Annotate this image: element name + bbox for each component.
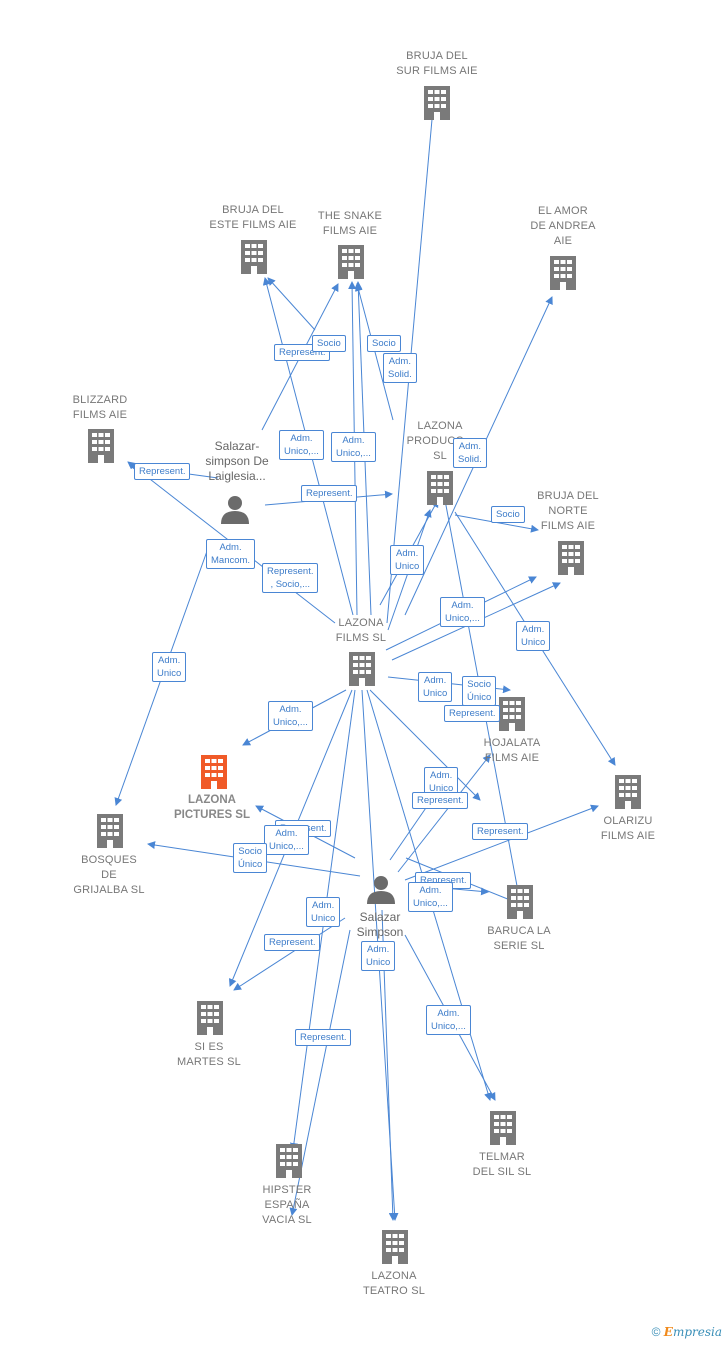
edge-line-24 — [369, 689, 481, 801]
building-icon-bruja-norte[interactable] — [558, 541, 584, 575]
node-label-hojalata[interactable]: HOJALATA FILMS AIE — [483, 737, 541, 764]
node-label-blizzard[interactable]: BLIZZARD FILMS AIE — [72, 394, 128, 421]
edge-label-32[interactable]: Represent. — [295, 1029, 352, 1046]
edge-label-31[interactable]: Adm. Unico,... — [426, 1005, 471, 1035]
edge-label-13[interactable]: Adm. Unico,... — [440, 597, 485, 627]
edge-line-9 — [267, 277, 316, 331]
edge-line-28 — [233, 917, 346, 991]
edge-label-5[interactable]: Adm. Unico,... — [279, 430, 324, 460]
brand-logo-e: E — [663, 1325, 673, 1339]
node-label-lazona-teatro[interactable]: LAZONA TEATRO SL — [362, 1270, 426, 1297]
edge-label-28[interactable]: Adm. Unico — [306, 897, 341, 927]
edge-label-4[interactable]: Represent. — [134, 463, 191, 480]
node-label-bruja-este[interactable]: BRUJA DEL ESTE FILMS AIE — [209, 204, 297, 231]
edge-label-27[interactable]: Adm. Unico,... — [408, 882, 453, 912]
edge-line-10 — [354, 283, 394, 421]
edge-label-3[interactable]: Adm. Solid. — [383, 353, 417, 383]
node-label-hipster[interactable]: HIPSTER ESPAÑA VACIA SL — [262, 1184, 312, 1226]
building-icon-hojalata[interactable] — [499, 697, 525, 731]
edge-label-17[interactable]: Socio Único — [462, 676, 497, 706]
brand-footer[interactable]: © Empresia — [652, 1325, 722, 1339]
building-icon-baruca[interactable] — [507, 885, 533, 919]
edge-label-25[interactable]: Socio Único — [233, 843, 268, 873]
edge-line-30 — [397, 754, 491, 873]
node-label-bruja-norte[interactable]: BRUJA DEL NORTE FILMS AIE — [537, 490, 599, 532]
building-icon-lazona-prod[interactable] — [427, 471, 453, 505]
copyright-symbol: © — [651, 1325, 661, 1339]
edge-label-16[interactable]: Adm. Unico — [418, 672, 453, 702]
edge-label-14[interactable]: Adm. Unico — [152, 652, 187, 682]
node-label-baruca[interactable]: BARUCA LA SERIE SL — [487, 925, 551, 952]
edge-label-2[interactable]: Socio — [367, 335, 401, 352]
edge-label-24[interactable]: Represent. — [472, 823, 529, 840]
building-icon-lazona-teatro[interactable] — [382, 1230, 408, 1264]
person-icon-salazar-simpson[interactable] — [367, 876, 395, 904]
building-icon-bruja-este[interactable] — [241, 240, 267, 274]
edge-label-19[interactable]: Adm. Unico,... — [268, 701, 313, 731]
node-label-amor[interactable]: EL AMOR DE ANDREA AIE — [530, 205, 596, 247]
edge-label-8[interactable]: Represent. — [301, 485, 358, 502]
edge-label-23[interactable]: Adm. Unico,... — [264, 825, 309, 855]
building-icon-telmar[interactable] — [490, 1111, 516, 1145]
edge-label-29[interactable]: Represent. — [264, 934, 321, 951]
building-icon-hipster[interactable] — [276, 1144, 302, 1178]
building-icon-bosques[interactable] — [97, 814, 123, 848]
edge-label-6[interactable]: Adm. Unico,... — [331, 432, 376, 462]
building-icon-bruja-sur[interactable] — [424, 86, 450, 120]
node-label-salazar-simpson[interactable]: Salazar Simpson — [356, 910, 404, 939]
edge-label-9[interactable]: Socio — [491, 506, 525, 523]
edge-label-1[interactable]: Socio — [312, 335, 346, 352]
building-icon-blizzard[interactable] — [88, 429, 114, 463]
building-icon-amor[interactable] — [550, 256, 576, 290]
building-icon-si-es-martes[interactable] — [197, 1001, 223, 1035]
node-label-lazona-pictures[interactable]: LAZONA PICTURES SL — [173, 794, 251, 821]
person-icon-salazar-laiglesia[interactable] — [221, 496, 249, 524]
building-icon-lazona-pictures[interactable] — [201, 755, 227, 789]
building-icon-lazona-films[interactable] — [349, 652, 375, 686]
edge-label-30[interactable]: Adm. Unico — [361, 941, 396, 971]
building-icon-olarizu[interactable] — [615, 775, 641, 809]
node-label-olarizu[interactable]: OLARIZU FILMS AIE — [600, 815, 656, 842]
edge-label-21[interactable]: Represent. — [412, 792, 469, 809]
node-label-bosques[interactable]: BOSQUES DE GRIJALBA SL — [73, 854, 145, 896]
node-label-lazona-films[interactable]: LAZONA FILMS SL — [335, 617, 387, 644]
edge-label-12[interactable]: Adm. Unico — [390, 545, 425, 575]
node-label-bruja-sur[interactable]: BRUJA DEL SUR FILMS AIE — [396, 50, 478, 77]
node-label-si-es-martes[interactable]: SI ES MARTES SL — [177, 1041, 241, 1068]
edge-label-11[interactable]: Represent. , Socio,... — [262, 563, 319, 593]
brand-logo-text: mpresia — [672, 1325, 722, 1339]
edge-label-15[interactable]: Adm. Unico — [516, 621, 551, 651]
edge-label-18[interactable]: Represent. — [444, 705, 501, 722]
node-label-salazar-laiglesia[interactable]: Salazar- simpson De Laiglesia... — [205, 439, 269, 483]
edge-label-7[interactable]: Adm. Solid. — [453, 438, 487, 468]
edge-label-10[interactable]: Adm. Mancom. — [206, 539, 256, 569]
node-label-snake[interactable]: THE SNAKE FILMS AIE — [317, 210, 383, 237]
edge-line-31 — [404, 804, 599, 881]
building-icon-snake[interactable] — [338, 245, 364, 279]
node-label-telmar[interactable]: TELMAR DEL SIL SL — [472, 1151, 532, 1178]
